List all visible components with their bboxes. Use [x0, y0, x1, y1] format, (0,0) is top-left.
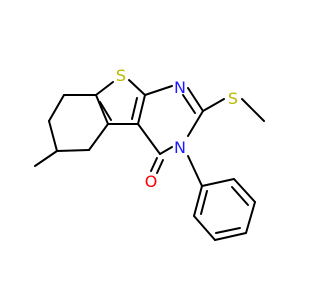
bond	[137, 123, 161, 155]
bond	[215, 227, 241, 234]
bond	[156, 159, 164, 174]
molecule-diagram: S S N N O	[34, 66, 265, 241]
bond	[159, 146, 173, 155]
bond	[56, 149, 90, 152]
atom-labels: S S N N O	[116, 66, 238, 191]
bond	[233, 178, 256, 203]
bond	[144, 85, 173, 96]
amide-nitrogen-label: N	[174, 138, 186, 157]
bond	[193, 215, 216, 241]
bond	[88, 123, 109, 151]
bond	[187, 87, 204, 112]
bond	[95, 94, 109, 125]
bond	[150, 157, 158, 172]
bond	[131, 97, 138, 120]
bond	[214, 232, 247, 241]
bond	[245, 201, 256, 234]
carbonyl-oxygen-label: O	[145, 172, 158, 191]
bond	[34, 150, 58, 167]
bond	[231, 186, 249, 206]
bond	[95, 81, 114, 96]
bond	[182, 94, 196, 114]
bonds	[34, 79, 265, 241]
bond	[201, 178, 235, 187]
bond	[187, 110, 204, 137]
bond	[187, 155, 203, 187]
pyrimidine-nitrogen-label: N	[174, 78, 186, 97]
bond	[137, 94, 146, 125]
bond	[99, 101, 112, 121]
bond	[202, 98, 225, 112]
bond	[48, 94, 65, 122]
bond	[128, 79, 146, 96]
bond	[193, 185, 203, 217]
bond	[200, 190, 208, 215]
bond	[241, 98, 265, 122]
thiophene-sulfur-label: S	[116, 66, 126, 85]
bond	[48, 120, 58, 152]
thioether-sulfur-label: S	[228, 89, 238, 108]
